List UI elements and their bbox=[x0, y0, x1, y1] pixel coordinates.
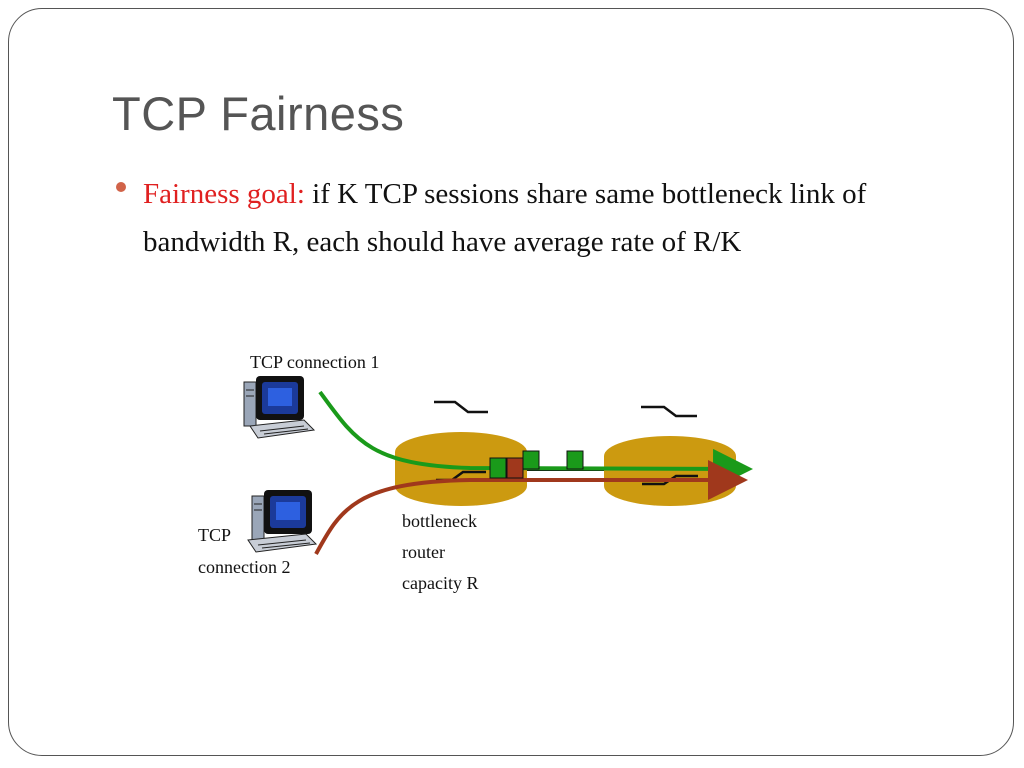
connection2-label-line1: TCP bbox=[198, 525, 232, 545]
router-2 bbox=[604, 436, 736, 506]
slide-title: TCP Fairness bbox=[112, 87, 405, 140]
packet-green-2 bbox=[522, 450, 540, 470]
fairness-goal-text: if K TCP sessions share same bottleneck … bbox=[143, 178, 867, 258]
router-label-line1: bottleneck bbox=[402, 511, 477, 531]
packet-green-3 bbox=[566, 450, 584, 470]
packet-green-1 bbox=[489, 457, 507, 479]
slide-frame bbox=[8, 8, 1014, 756]
connection1-label: TCP connection 1 bbox=[250, 352, 380, 372]
packet-red-1 bbox=[506, 457, 524, 479]
fairness-goal-label: Fairness goal: bbox=[143, 178, 305, 210]
router-label-line3: capacity R bbox=[402, 573, 479, 593]
computer-2-icon bbox=[247, 490, 318, 553]
router-label-line2: router bbox=[402, 542, 445, 562]
bullet-text: Fairness goal: if K TCP sessions share s… bbox=[143, 170, 933, 266]
link-symbol-2 bbox=[641, 405, 697, 418]
computer-1-icon bbox=[243, 376, 316, 439]
connection2-path bbox=[314, 460, 748, 555]
connection2-label-line2: connection 2 bbox=[198, 557, 291, 577]
bullet-dot bbox=[116, 182, 126, 192]
connection1-path bbox=[318, 390, 753, 489]
link-symbol-1 bbox=[434, 400, 488, 414]
